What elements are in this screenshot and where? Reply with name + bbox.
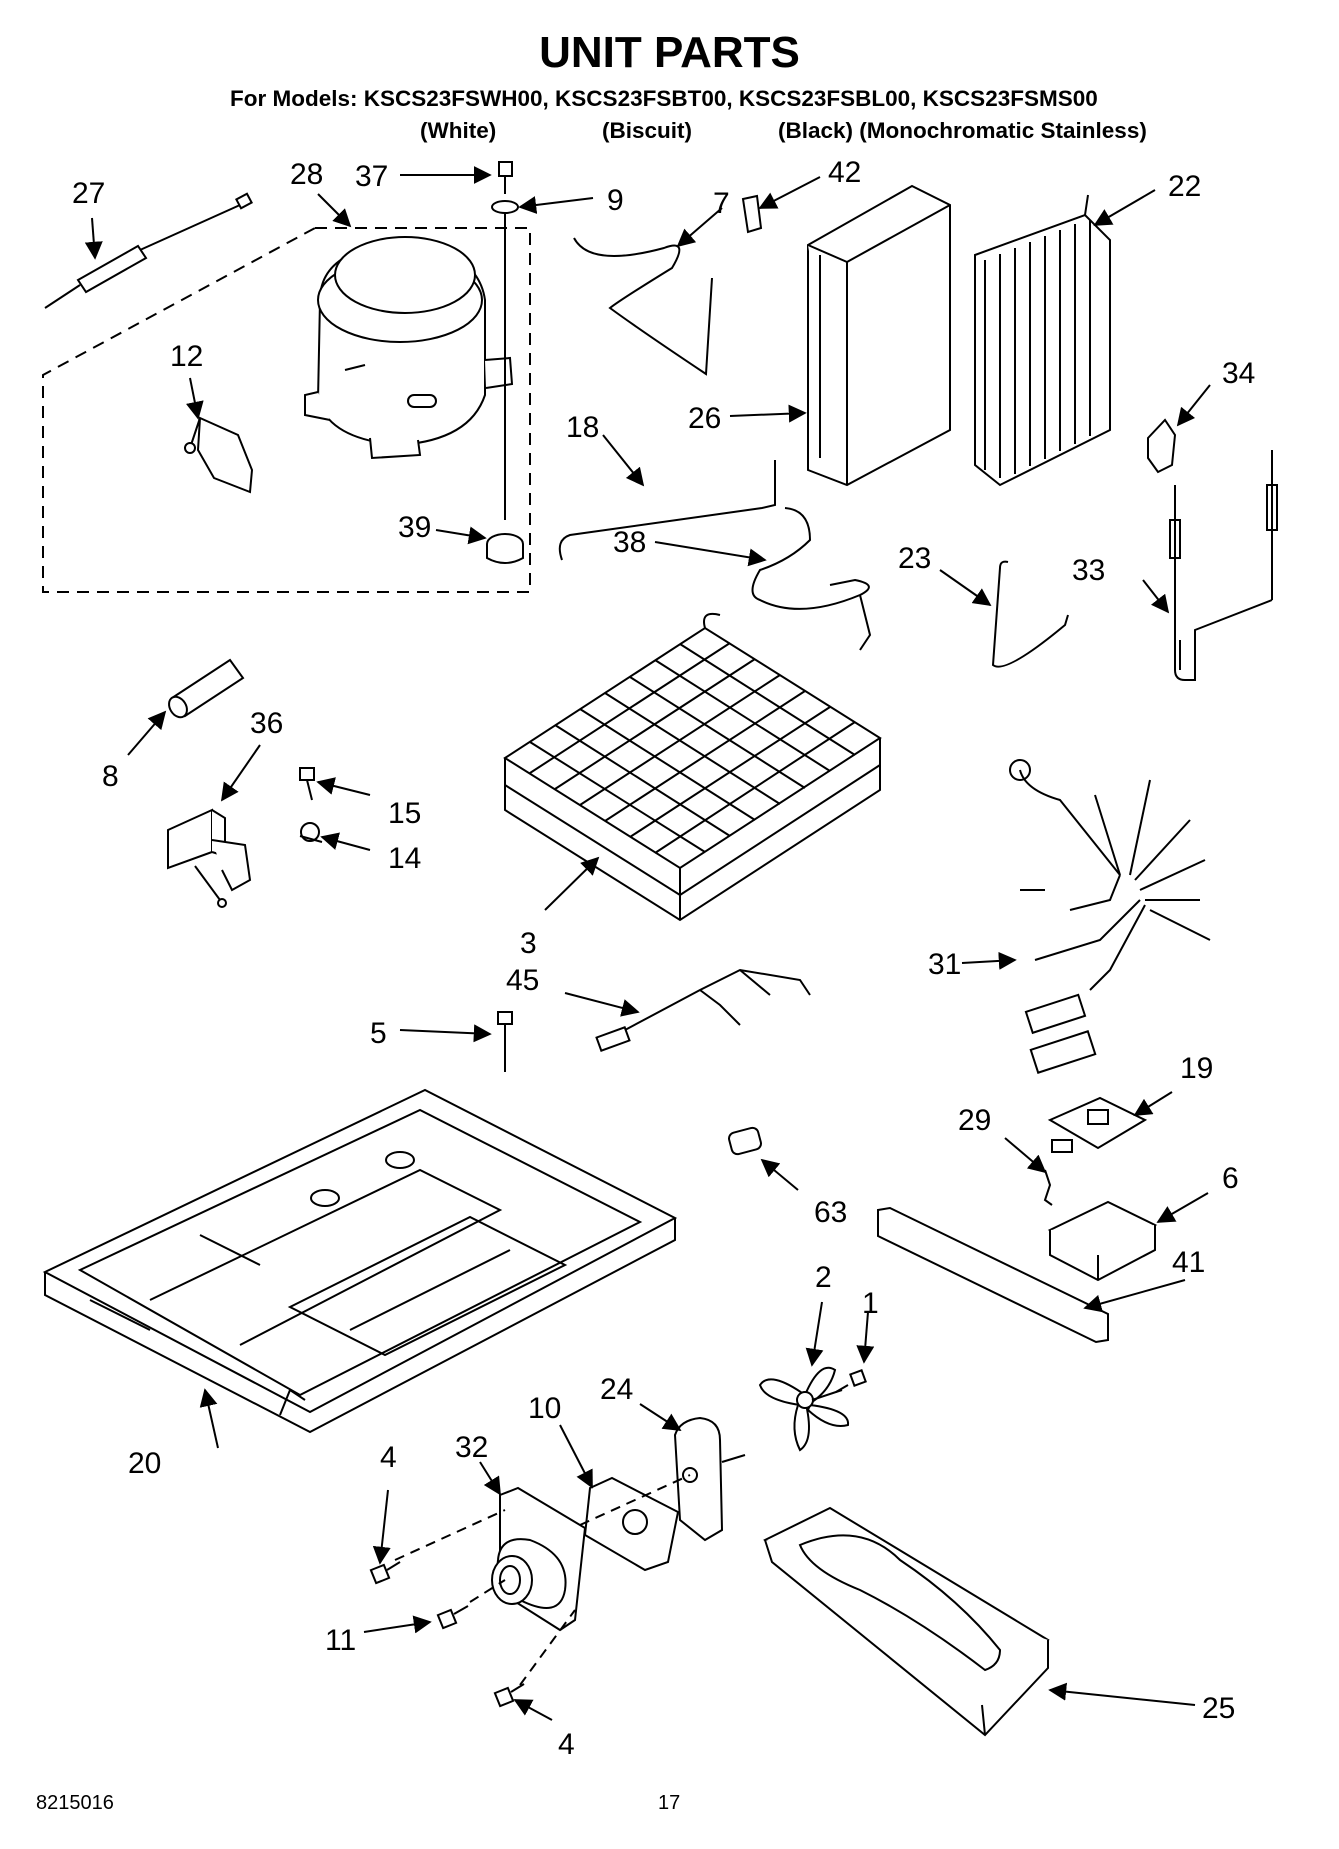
- callout-14: 14: [388, 842, 421, 875]
- callout-42: 42: [828, 156, 861, 189]
- callout-38: 38: [613, 526, 646, 559]
- part-screw-5: [497, 1011, 513, 1072]
- callout-41: 41: [1172, 1246, 1205, 1279]
- callout-9: 9: [607, 184, 624, 217]
- callout-3: 3: [520, 927, 537, 960]
- callout-32: 32: [455, 1431, 488, 1464]
- alignment-lines: [394, 1474, 691, 1686]
- compressor-group-box: [42, 227, 531, 593]
- part-screws-4-11: [369, 1561, 525, 1708]
- callout-20: 20: [128, 1447, 161, 1480]
- variant-biscuit: (Biscuit): [602, 118, 692, 143]
- callout-22: 22: [1168, 170, 1201, 203]
- part-bracket-34: [1147, 418, 1177, 474]
- callout-10: 10: [528, 1392, 561, 1425]
- part-tube-7: [573, 237, 713, 376]
- part-strip-41: [877, 1206, 1109, 1344]
- callout-26: 26: [688, 402, 721, 435]
- callout-27: 27: [72, 177, 105, 210]
- callout-33: 33: [1072, 554, 1105, 587]
- part-fan-motor: [673, 1416, 746, 1542]
- callout-63: 63: [814, 1196, 847, 1229]
- callout-37: 37: [355, 160, 388, 193]
- part-hose-38: [751, 507, 872, 651]
- leader-arrows: [84, 166, 1211, 1721]
- callout-8: 8: [102, 760, 119, 793]
- variant-black-stainless: (Black) (Monochromatic Stainless): [778, 118, 1147, 143]
- callout-2: 2: [815, 1261, 832, 1294]
- page-title: UNIT PARTS: [539, 28, 800, 77]
- part-compressor: [304, 236, 514, 460]
- part-drier: [44, 192, 253, 309]
- models-line: For Models: KSCS23FSWH00, KSCS23FSBT00, …: [230, 86, 1098, 111]
- part-screw-clamp: [299, 767, 323, 843]
- callout-1: 1: [862, 1287, 879, 1320]
- variant-white: (White): [420, 118, 497, 143]
- part-drain-pan: [763, 1506, 1050, 1737]
- page-number: 17: [658, 1792, 681, 1814]
- part-control-board: [1047, 1096, 1148, 1153]
- callout-34: 34: [1222, 357, 1255, 390]
- callout-11: 11: [325, 1624, 356, 1657]
- callout-39: 39: [398, 511, 431, 544]
- part-clip-29: [1043, 1169, 1053, 1206]
- part-relay: [184, 416, 254, 494]
- callout-25: 25: [1202, 1692, 1235, 1725]
- part-transformer: [167, 808, 252, 908]
- part-wire-harness-31: [1009, 759, 1211, 1074]
- callout-19: 19: [1180, 1052, 1213, 1085]
- callout-45: 45: [506, 964, 539, 997]
- callout-6: 6: [1222, 1162, 1239, 1195]
- part-fan-blade: [758, 1366, 850, 1452]
- part-shroud: [807, 184, 951, 487]
- part-bolt-washer: [486, 161, 524, 564]
- callout-4-top: 4: [380, 1441, 397, 1474]
- callout-24: 24: [600, 1373, 633, 1406]
- callout-5: 5: [370, 1017, 387, 1050]
- part-clip-42: [741, 194, 763, 234]
- callout-12: 12: [170, 340, 203, 373]
- part-8: [168, 658, 245, 719]
- callout-4-bottom: 4: [558, 1728, 575, 1761]
- callout-23: 23: [898, 542, 931, 575]
- part-63: [728, 1126, 762, 1156]
- part-base-plate: [42, 1088, 678, 1434]
- callout-28: 28: [290, 158, 323, 191]
- part-wire-18: [558, 460, 776, 561]
- part-box-6: [1047, 1200, 1158, 1282]
- callout-36: 36: [250, 707, 283, 740]
- callout-29: 29: [958, 1104, 991, 1137]
- callout-18: 18: [566, 411, 599, 444]
- doc-number: 8215016: [36, 1792, 114, 1814]
- part-condenser-coil: [974, 194, 1111, 487]
- part-fan-shroud: [491, 1486, 587, 1632]
- callout-7: 7: [713, 187, 730, 220]
- part-plate-10-hole: [622, 1509, 648, 1535]
- part-screw-1: [835, 1369, 867, 1393]
- part-wire-harness-45: [595, 968, 811, 1052]
- part-evaporator: [503, 612, 882, 922]
- callout-31: 31: [928, 948, 961, 981]
- part-tubing-33: [1169, 450, 1278, 681]
- callout-15: 15: [388, 797, 421, 830]
- part-wire-23: [991, 560, 1069, 668]
